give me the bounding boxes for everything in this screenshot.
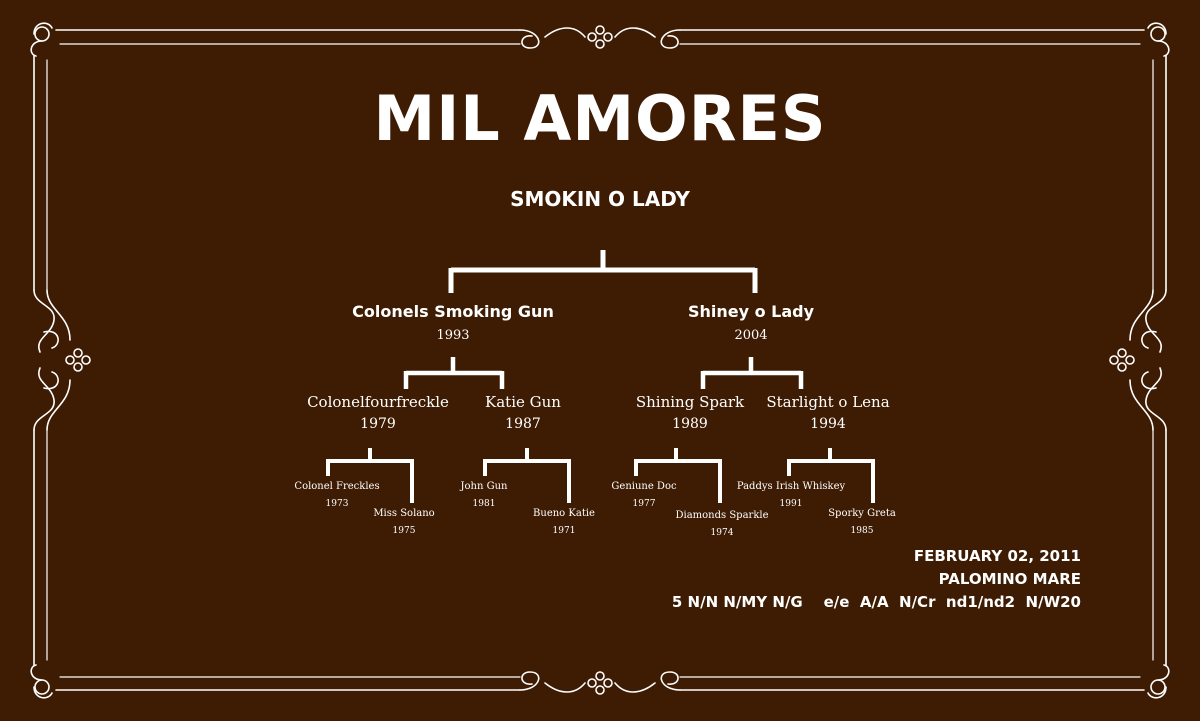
dsd-name: Diamonds Sparkle	[675, 510, 769, 521]
corner-flourish-tl	[30, 22, 53, 57]
ssd-year: 1975	[392, 526, 416, 536]
corner-flourish-bl	[30, 664, 53, 699]
sds-name: John Gun	[460, 481, 508, 492]
birth-date: FEBRUARY 02, 2011	[913, 547, 1081, 565]
left-ornament	[33, 289, 91, 431]
sdd-year: 1971	[552, 526, 576, 536]
dsd-year: 1974	[710, 528, 734, 538]
coat-description: PALOMINO MARE	[938, 570, 1081, 588]
dam-dam-name: Starlight o Lena	[766, 393, 890, 411]
sire-dam-name: Katie Gun	[485, 393, 561, 411]
sire-sire-year: 1979	[360, 416, 396, 432]
right-ornament	[1109, 289, 1167, 431]
ddd-name: Sporky Greta	[828, 508, 896, 519]
corner-flourish-tr	[1147, 22, 1170, 57]
sss-name: Colonel Freckles	[294, 481, 380, 492]
top-ornament	[519, 25, 681, 49]
sire-name: Colonels Smoking Gun	[352, 302, 554, 321]
dam-sire-year: 1989	[672, 416, 708, 432]
dam-sire-name: Shining Spark	[635, 393, 745, 411]
dss-year: 1977	[632, 499, 656, 509]
sdd-name: Bueno Katie	[533, 508, 595, 519]
dam-name: Shiney o Lady	[687, 302, 815, 321]
dam-dam-year: 1994	[810, 416, 846, 432]
ddd-year: 1985	[850, 526, 874, 536]
sire-year: 1993	[436, 328, 470, 343]
corner-flourish-br	[1147, 664, 1170, 699]
dds-name: Paddys Irish Whiskey	[736, 481, 846, 492]
horse-subtitle: SMOKIN O LADY	[510, 187, 690, 211]
dss-name: Geniune Doc	[611, 481, 677, 492]
dds-year: 1991	[779, 499, 803, 509]
dam-year: 2004	[734, 328, 768, 343]
sire-sire-name: Colonelfourfreckle	[307, 393, 449, 411]
sds-year: 1981	[472, 499, 496, 509]
horse-name: MIL AMORES	[373, 82, 827, 155]
sss-year: 1973	[325, 499, 349, 509]
genetic-tests: 5 N/N N/MY N/G e/e A/A N/Cr nd1/nd2 N/W2…	[671, 593, 1081, 611]
sire-dam-year: 1987	[505, 416, 541, 432]
bottom-ornament	[519, 671, 681, 695]
ssd-name: Miss Solano	[373, 508, 435, 519]
